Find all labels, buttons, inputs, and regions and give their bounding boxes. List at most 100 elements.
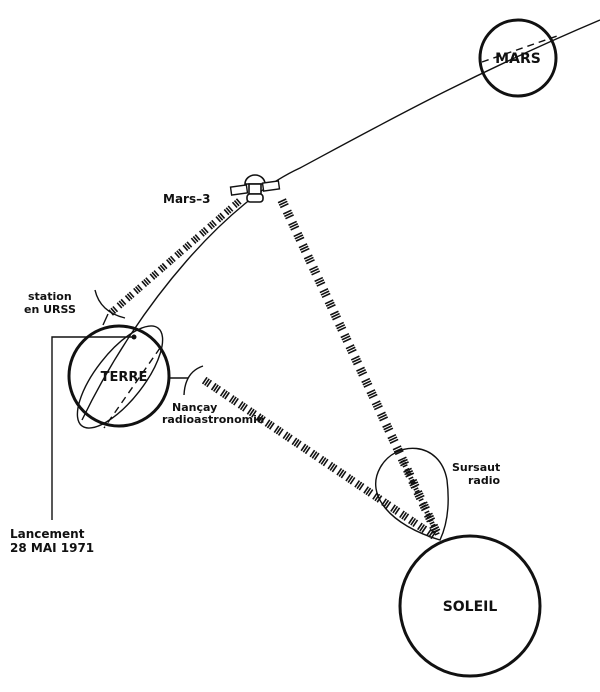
beam-spacecraft-to-sun-hatch (337, 326, 347, 332)
beam-spacecraft-to-urss-hatch (167, 257, 174, 264)
beam-spacecraft-to-sun-hatch (368, 393, 378, 400)
beam-sun-to-nancay-hatch (284, 432, 291, 441)
beam-burst-inner-hatch (430, 523, 436, 528)
earth-parking-orbit (76, 325, 164, 429)
beam-sun-to-nancay-hatch (215, 385, 221, 394)
beam-spacecraft-to-urss-hatch (223, 208, 230, 216)
beam-spacecraft-to-sun-hatch (304, 256, 314, 262)
beam-spacecraft-to-sun-hatch (371, 400, 381, 406)
earth-orbit-dashed (103, 347, 161, 429)
beam-spacecraft-to-sun-hatch (409, 481, 419, 487)
beam-spacecraft-to-urss-hatch (215, 216, 222, 223)
beam-sun-to-nancay-hatch (275, 426, 282, 435)
beam-spacecraft-to-sun-hatch (378, 413, 387, 420)
beam-spacecraft-to-urss-hatch (124, 295, 131, 302)
beam-sun-to-nancay-hatch (421, 525, 428, 534)
beam-burst-inner-hatch (408, 476, 414, 480)
beam-spacecraft-to-sun-hatch (403, 467, 412, 473)
beam-burst-inner-hatch (412, 484, 418, 489)
beam-spacecraft-to-sun-hatch (288, 220, 297, 226)
beam-sun-to-nancay-hatch (257, 414, 264, 423)
beam-spacecraft-to-sun-hatch (306, 259, 315, 265)
mars-orbit-dashed (481, 34, 561, 63)
beam-spacecraft-to-urss-hatch (184, 243, 191, 250)
beam-burst-inner-hatch (409, 478, 415, 483)
beam-sun-to-nancay-hatch (282, 431, 289, 440)
beam-spacecraft-to-sun-hatch (320, 290, 330, 296)
beam-sun-to-nancay-hatch (399, 510, 405, 519)
radio-beams (108, 198, 441, 540)
beam-spacecraft-to-sun-hatch (329, 310, 339, 316)
beam-sun-to-nancay-hatch (358, 483, 365, 491)
beam-sun-to-nancay-hatch (329, 463, 336, 471)
beam-spacecraft-to-sun-hatch (325, 301, 335, 307)
mars-planet (478, 18, 558, 98)
beam-spacecraft-to-urss-hatch (166, 259, 172, 266)
beam-sun-to-nancay-hatch (318, 455, 325, 464)
beam-sun-to-nancay-hatch (374, 493, 381, 502)
nancay-label-1: Nançay (172, 401, 217, 414)
beam-burst-inner-hatch (414, 489, 420, 494)
beam-burst-inner-hatch (413, 487, 419, 491)
beam-spacecraft-to-urss-hatch (128, 291, 135, 298)
beam-sun-to-nancay-hatch (213, 384, 219, 392)
beam-burst-inner-hatch (424, 510, 430, 514)
beam-sun-to-nancay-hatch (221, 390, 228, 398)
beam-spacecraft-to-urss-hatch (133, 287, 139, 295)
beam-burst-inner-hatch (402, 464, 408, 468)
beam-spacecraft-to-sun-hatch (331, 312, 340, 319)
beam-spacecraft-to-sun-hatch (300, 247, 310, 254)
beam-spacecraft-to-urss-hatch (143, 278, 150, 286)
beam-spacecraft-to-sun-hatch (384, 427, 394, 433)
beam-sun-to-nancay-hatch (401, 511, 408, 520)
beam-spacecraft-to-urss-hatch (207, 223, 214, 230)
beam-spacecraft-to-sun-hatch (303, 254, 313, 260)
beam-spacecraft-to-urss-hatch (227, 205, 234, 212)
beam-spacecraft-to-sun-hatch (377, 411, 386, 417)
beam-sun-to-nancay-hatch (224, 391, 230, 400)
beam-spacecraft-to-sun-hatch (295, 236, 305, 242)
beam-sun-to-nancay-hatch (322, 458, 329, 467)
beam-sun-to-nancay-hatch (237, 401, 244, 409)
beam-spacecraft-to-sun-hatch (285, 214, 294, 220)
beam-spacecraft-to-urss-hatch (231, 201, 238, 209)
spacecraft-label: Mars–3 (163, 192, 210, 206)
beam-sun-to-nancay-hatch (354, 480, 361, 488)
beam-spacecraft-to-urss-hatch (186, 241, 193, 248)
beam-sun-to-nancay-hatch (385, 501, 392, 509)
beam-spacecraft-to-sun-hatch (392, 445, 402, 451)
beam-burst-inner-hatch (410, 481, 416, 485)
beam-spacecraft-to-urss-hatch (161, 262, 168, 270)
beam-spacecraft-to-sun-hatch (316, 281, 326, 287)
station-urss-label-1: station (28, 290, 72, 303)
beam-spacecraft-to-urss-hatch (192, 235, 199, 243)
satellite-icon (229, 174, 281, 203)
beam-spacecraft-to-sun-hatch (341, 335, 351, 341)
beam-sun-to-nancay-hatch (273, 425, 280, 433)
beam-sun-to-nancay-hatch (239, 402, 246, 411)
beam-burst-inner-hatch (434, 532, 440, 536)
beam-spacecraft-to-sun-hatch (284, 211, 293, 218)
beam-spacecraft-to-sun-hatch (315, 279, 325, 285)
beam-sun-to-nancay-hatch (320, 457, 327, 465)
beam-sun-to-nancay-hatch (381, 498, 387, 506)
beam-spacecraft-to-urss-hatch (235, 198, 242, 205)
burst-label-1: Sursaut (452, 461, 500, 474)
beam-sun-to-nancay-hatch (340, 470, 347, 479)
beam-burst-inner-hatch (429, 521, 435, 525)
burst-label-2: radio (468, 474, 500, 487)
beam-sun-to-nancay-hatch (349, 476, 356, 485)
beam-spacecraft-to-sun-hatch (383, 425, 393, 431)
beam-spacecraft-to-sun-hatch (389, 438, 399, 444)
beam-sun-to-nancay-hatch (390, 504, 396, 512)
beam-sun-to-nancay-hatch (204, 378, 210, 386)
beam-spacecraft-to-urss-hatch (151, 271, 158, 279)
beam-spacecraft-to-sun-hatch (277, 198, 287, 204)
beam-sun-to-nancay-hatch (338, 469, 345, 477)
beam-spacecraft-to-sun-hatch (367, 391, 377, 397)
beam-burst-inner-hatch (425, 512, 431, 517)
beam-spacecraft-to-sun-hatch (278, 200, 288, 206)
beam-spacecraft-to-sun-hatch (393, 447, 403, 453)
beam-sun-to-nancay-hatch (264, 419, 271, 427)
